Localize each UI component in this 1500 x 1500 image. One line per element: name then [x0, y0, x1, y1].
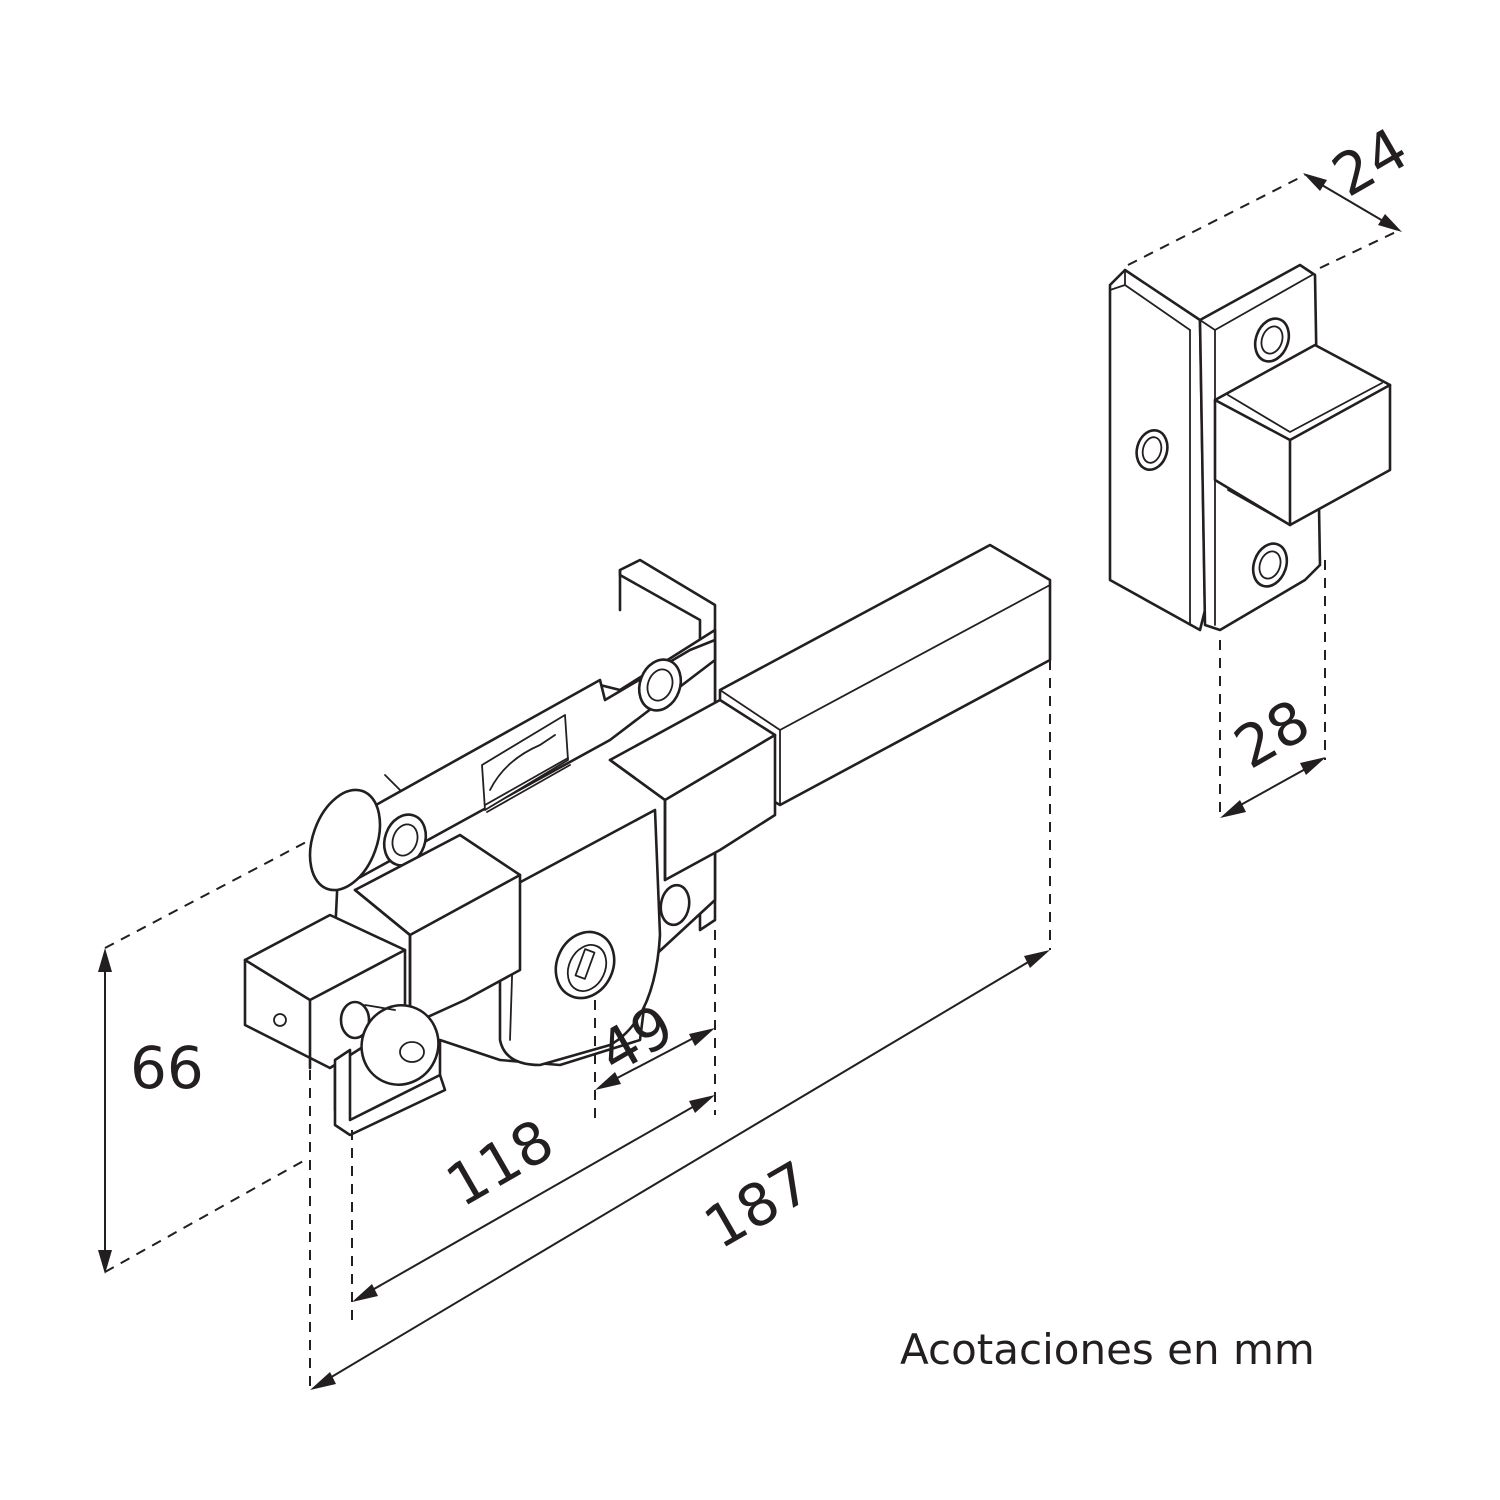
- dim-label-118: 118: [435, 1106, 565, 1220]
- dim-label-187: 187: [693, 1148, 823, 1262]
- dimension-lines: [98, 173, 1402, 1392]
- units-note: Acotaciones en mm: [900, 1325, 1315, 1374]
- dim-label-24: 24: [1321, 114, 1419, 210]
- dim-label-66: 66: [130, 1034, 204, 1102]
- strike-plate-icon: [1108, 263, 1392, 632]
- brand-logo-icon: [481, 714, 571, 813]
- lock-body-icon: [243, 543, 1052, 1137]
